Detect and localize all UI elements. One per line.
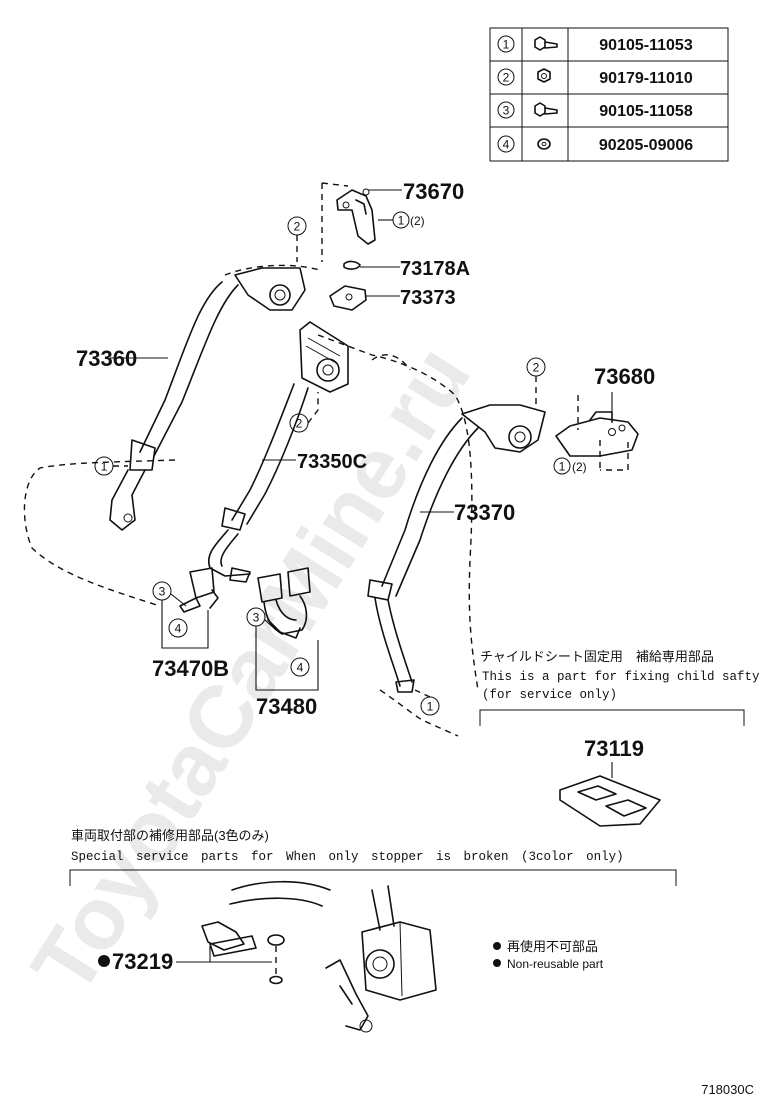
part-label-73680: 73680 [594,364,655,389]
callout-text: 3 [253,611,260,625]
buckle-73480: 3 4 73480 [246,567,319,719]
part-number: 90205-09006 [599,137,693,154]
callout-text: 4 [297,661,304,675]
stopper-detail-73219: 73219 [98,880,437,1033]
non-reusable-dot [98,955,110,967]
part-label-73178a: 73178A [400,258,470,280]
callout-2-top: 2 [287,216,307,262]
part-number: 90105-11058 [599,103,693,120]
service-note: 車両取付部の補修用部品(3色のみ) Special service parts … [69,828,677,886]
child-seat-note-jp: チャイルドシート固定用 補給専用部品 [480,649,714,664]
callout-text: 1 [559,460,566,474]
plate-73373: 73373 [329,285,456,311]
retractor-73350c: 73350C 2 [208,321,367,583]
watermark: ToyotaCarMine.ru [12,329,489,1010]
callout-text: 2 [294,220,301,234]
fastener-row-4: 4 90205-09006 [497,135,693,154]
anchor-73119: 73119 [559,736,661,827]
belt-73360: 73360 1 [76,267,306,531]
buckle-73470b: 3 4 73470B [152,567,229,681]
child-seat-note-en: This is a part for fixing child safty sc… [482,670,760,684]
row-ref: 3 [503,104,510,118]
legend-en: Non-reusable part [507,957,604,971]
anchor-bracket-73670: 73670 1 (2) [336,179,464,245]
row-ref: 2 [503,71,510,85]
callout-text: 2 [533,361,540,375]
belt-73370: 73370 1 [367,404,546,716]
row-ref: 4 [503,138,510,152]
seat-outline [23,182,479,737]
anchor-bracket-73680: 73680 1 (2) 2 [526,357,655,475]
row-ref: 1 [503,38,510,52]
service-note-jp: 車両取付部の補修用部品(3色のみ) [71,828,269,843]
non-reusable-dot [493,942,501,950]
washer-icon [537,138,551,150]
fastener-row-1: 1 90105-11053 [497,35,693,54]
callout-text: 2 [296,417,303,431]
bolt-icon [534,36,558,51]
fastener-row-3: 3 90105-11058 [497,101,693,120]
part-label-73119: 73119 [584,736,644,761]
part-number: 90105-11053 [599,37,693,54]
fastener-table: 1 90105-11053 2 90179-11010 3 90105-1105 [489,27,729,162]
part-label-73350c: 73350C [297,451,367,473]
part-label-73373: 73373 [400,287,456,309]
fastener-row-2: 2 90179-11010 [497,68,693,87]
callout-1: 1 [398,214,405,228]
callout-qty: (2) [410,214,425,228]
bolt-icon [534,102,558,117]
nut-icon [537,68,551,83]
part-label-73370: 73370 [454,500,515,525]
callout-text: 1 [427,700,434,714]
child-seat-note: チャイルドシート固定用 補給専用部品 This is a part for fi… [479,649,760,726]
callout-text: 3 [159,585,166,599]
legend-jp: 再使用不可部品 [507,939,598,954]
part-label-73470b: 73470B [152,656,229,681]
cover-73178a: 73178A [343,258,470,280]
part-label-73219: 73219 [112,949,173,974]
callout-qty: (2) [572,460,587,474]
diagram-code: 718030C [701,1082,754,1097]
non-reusable-dot [493,959,501,967]
child-seat-note-en2: (for service only) [482,688,617,702]
callout-text: 1 [101,460,108,474]
service-note-en: Special service parts for When only stop… [71,850,624,864]
legend: 再使用不可部品 Non-reusable part [493,939,604,971]
part-label-73480: 73480 [256,694,317,719]
part-label-73670: 73670 [403,179,464,204]
callout-text: 4 [175,622,182,636]
part-label-73360: 73360 [76,346,137,371]
part-number: 90179-11010 [599,70,693,87]
